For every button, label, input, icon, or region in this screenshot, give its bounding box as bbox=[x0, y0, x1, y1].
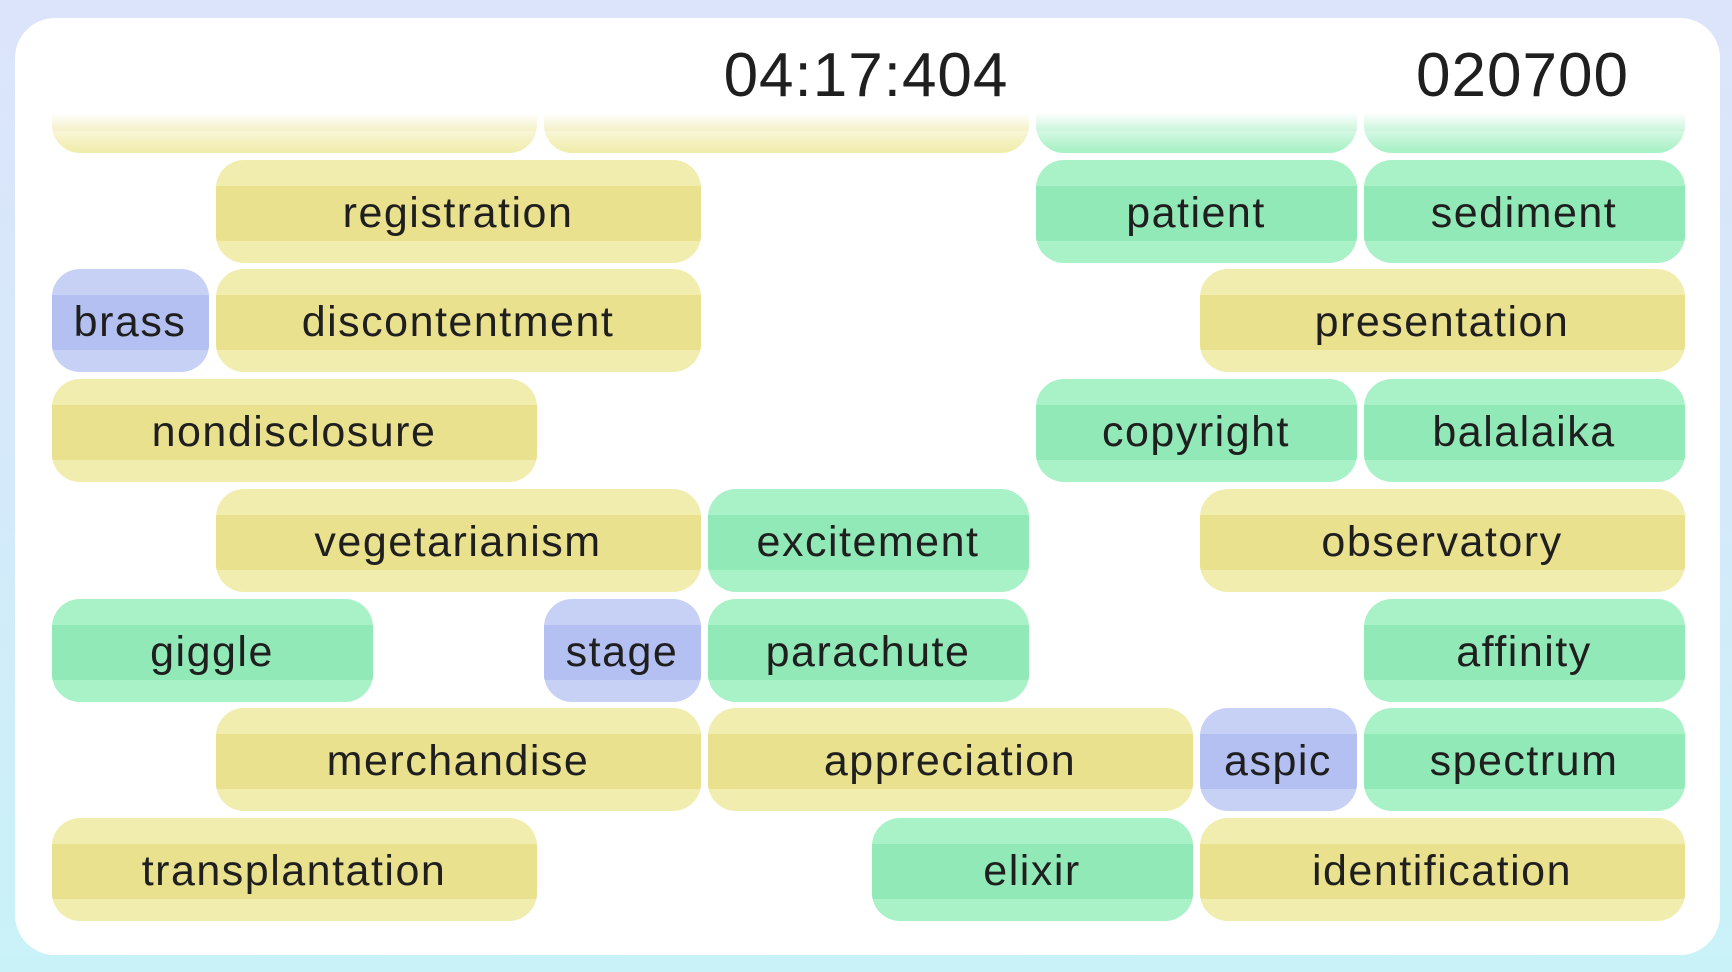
score-display: 020700 bbox=[1416, 41, 1629, 110]
word-tile[interactable]: appreciation bbox=[707, 708, 1193, 812]
tile-stripe: excitement bbox=[707, 514, 1029, 570]
tile-word: excitement bbox=[756, 517, 980, 566]
tile-stripe: brass bbox=[51, 295, 209, 351]
tile-word: affinity bbox=[1456, 627, 1592, 676]
tile-stripe: balalaika bbox=[1363, 405, 1685, 461]
word-tile[interactable]: vegetarianism bbox=[215, 488, 701, 592]
word-tile[interactable]: balalaika bbox=[1363, 379, 1685, 483]
tile-word: nondisclosure bbox=[151, 408, 437, 457]
word-tile[interactable]: patient bbox=[1035, 159, 1357, 263]
tile-stripe: patient bbox=[1035, 185, 1357, 241]
word-tile[interactable]: registration bbox=[215, 159, 701, 263]
tile-stripe: copyright bbox=[1035, 405, 1357, 461]
tile-word: balalaika bbox=[1432, 408, 1616, 457]
tile-word: identification bbox=[1311, 846, 1573, 895]
tile-word: sediment bbox=[1430, 188, 1618, 237]
word-tile[interactable]: copyright bbox=[1035, 379, 1357, 483]
tile-word: parachute bbox=[765, 627, 971, 676]
word-tile[interactable]: affinity bbox=[1363, 598, 1685, 702]
tile-word: merchandise bbox=[326, 737, 590, 786]
word-tile[interactable]: spectrum bbox=[1363, 708, 1685, 812]
word-tile[interactable]: aspic bbox=[1199, 708, 1357, 812]
tile-word: brass bbox=[73, 298, 187, 347]
tile-stripe: elixir bbox=[871, 843, 1193, 899]
word-tile[interactable]: observatory bbox=[1199, 488, 1685, 592]
tile-word: spectrum bbox=[1429, 737, 1619, 786]
tile-word: discontentment bbox=[301, 298, 615, 347]
word-tile[interactable]: parachute bbox=[707, 598, 1029, 702]
tile-stripe: identification bbox=[1199, 843, 1685, 899]
tile-word: copyright bbox=[1102, 408, 1290, 457]
tile-stripe: discontentment bbox=[215, 295, 701, 351]
tile-stripe: observatory bbox=[1199, 514, 1685, 570]
word-tile[interactable]: transplantation bbox=[51, 817, 537, 921]
tile-stripe: parachute bbox=[707, 624, 1029, 680]
tile-stripe: aspic bbox=[1199, 734, 1357, 790]
word-tile[interactable]: sediment bbox=[1363, 159, 1685, 263]
timer-display: 04:17:404 bbox=[723, 41, 1009, 110]
tile-stripe: giggle bbox=[51, 624, 373, 680]
word-tile[interactable]: excitement bbox=[707, 488, 1029, 592]
tile-stripe: merchandise bbox=[215, 734, 701, 790]
tile-word: observatory bbox=[1321, 517, 1563, 566]
word-tile[interactable]: giggle bbox=[51, 598, 373, 702]
tile-stripe: spectrum bbox=[1363, 734, 1685, 790]
tile-stripe: vegetarianism bbox=[215, 514, 701, 570]
tile-stripe: presentation bbox=[1199, 295, 1685, 351]
tile-word: patient bbox=[1126, 188, 1266, 237]
tile-word: vegetarianism bbox=[314, 517, 602, 566]
tile-word: giggle bbox=[150, 627, 274, 676]
word-tile[interactable]: brass bbox=[51, 269, 209, 373]
word-tile[interactable]: merchandise bbox=[215, 708, 701, 812]
tile-stripe: stage bbox=[543, 624, 701, 680]
tile-word: presentation bbox=[1314, 298, 1570, 347]
tile-stripe: affinity bbox=[1363, 624, 1685, 680]
tile-stripe: nondisclosure bbox=[51, 405, 537, 461]
tile-stripe: appreciation bbox=[707, 734, 1193, 790]
tile-word: transplantation bbox=[141, 846, 447, 895]
word-tile[interactable]: presentation bbox=[1199, 269, 1685, 373]
tile-stripe: sediment bbox=[1363, 185, 1685, 241]
word-tile[interactable]: elixir bbox=[871, 817, 1193, 921]
tile-word: appreciation bbox=[823, 737, 1077, 786]
word-tile[interactable]: discontentment bbox=[215, 269, 701, 373]
word-tile[interactable]: nondisclosure bbox=[51, 379, 537, 483]
word-tile[interactable]: identification bbox=[1199, 817, 1685, 921]
tile-stripe: transplantation bbox=[51, 843, 537, 899]
tile-stripe: registration bbox=[215, 185, 701, 241]
tile-word: elixir bbox=[983, 846, 1081, 895]
tile-word: aspic bbox=[1224, 737, 1332, 786]
tile-word: registration bbox=[342, 188, 574, 237]
word-tile[interactable]: stage bbox=[543, 598, 701, 702]
tile-word: stage bbox=[565, 627, 679, 676]
